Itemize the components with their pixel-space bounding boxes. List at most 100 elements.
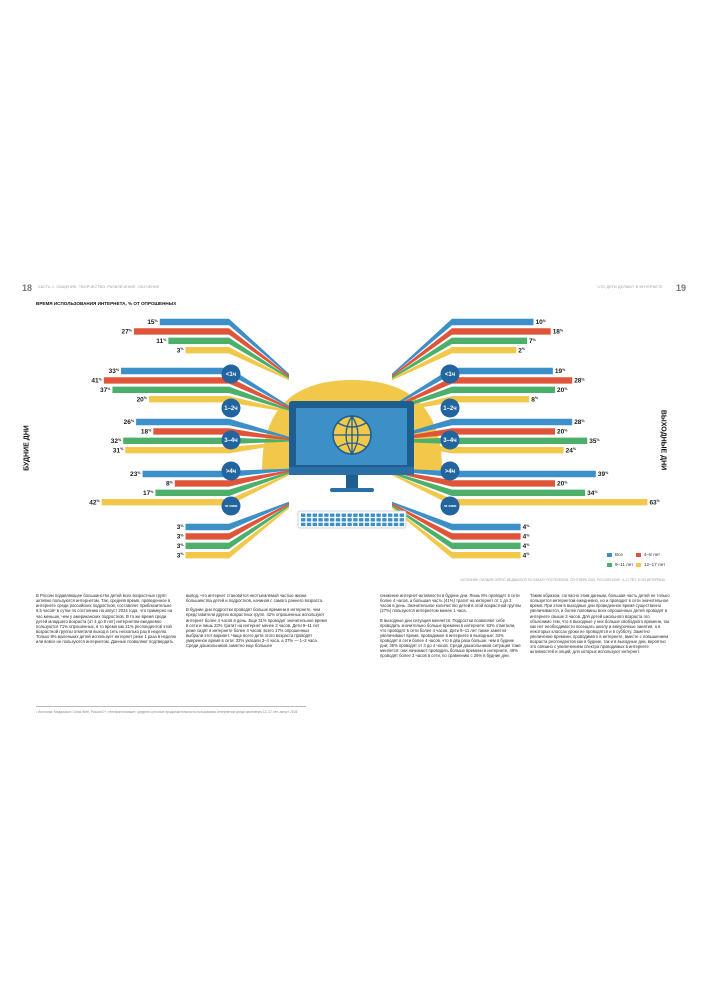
footnote: ¹ Источник: Медиаскоп: Cross Web, Россия… <box>36 706 306 714</box>
label-weekends-gt4-s1: 20% <box>557 480 568 487</box>
badge-label-right-h3_4: 3–4ч <box>443 438 457 444</box>
label-weekends-h3_4-s1: 20% <box>557 428 568 435</box>
keyboard-key <box>335 522 341 527</box>
label-weekends-unknown-s0: 4% <box>523 524 531 531</box>
label-weekends-unknown-s2: 4% <box>523 543 531 550</box>
badge-label-right-lt1: <1ч <box>445 372 456 378</box>
keyboard-key <box>330 522 335 527</box>
bar-weekends-h3_4-s1 <box>392 428 555 441</box>
keyboard-key <box>306 513 312 517</box>
bar-weekends-lt1-s1 <box>392 328 551 378</box>
keyboard-key <box>335 513 341 517</box>
keyboard-key <box>318 518 323 522</box>
label-weekends-gt4-s3: 63% <box>649 499 660 506</box>
paragraph: снижение интернет-активности в будние дн… <box>380 593 521 614</box>
badge-right-unknown <box>440 496 460 516</box>
left-page-number: 18 <box>22 283 33 293</box>
bar-weekdays-gt4-s0 <box>142 468 289 478</box>
label-weekends-gt4-s2: 34% <box>587 490 598 497</box>
keyboard-key <box>335 518 341 522</box>
badge-right-h1_2 <box>440 398 460 418</box>
label-weekdays-gt4-s3: 42% <box>89 499 100 506</box>
bar-weekdays-h1_2-s2 <box>112 386 289 411</box>
keyboard-key <box>341 513 346 517</box>
paragraph: Таким образом, согласно этим данным, бол… <box>530 593 670 655</box>
legend-swatch <box>636 562 641 567</box>
badge-left-h1_2 <box>221 398 241 418</box>
label-weekdays-h1_2-s1: 41% <box>91 377 102 384</box>
bar-weekends-h1_2-s1 <box>392 377 573 410</box>
keyboard-key <box>341 522 346 527</box>
keyboard-key <box>301 518 306 522</box>
label-weekends-h1_2-s3: 8% <box>531 396 539 403</box>
chart-source: ИСТОЧНИК: ОНЛАЙН-ОПРОС МЕДИАСКОП ПО ЗАКА… <box>460 578 666 582</box>
keyboard-key <box>399 522 404 527</box>
keyboard-key <box>376 518 381 522</box>
bar-weekdays-gt4-s3 <box>101 473 289 506</box>
bar-weekends-unknown-s3 <box>392 506 521 559</box>
badge-label-left-h1_2: 1–2ч <box>224 406 238 412</box>
label-weekends-lt1-s3: 2% <box>518 347 526 354</box>
keyboard-key <box>324 513 329 517</box>
keyboard-key <box>301 513 306 517</box>
bar-weekends-lt1-s2 <box>392 337 528 379</box>
keyboard-key <box>353 518 358 522</box>
keyboard-key <box>399 518 404 522</box>
badge-label-left-h3_4: 3–4ч <box>224 438 238 444</box>
badge-label-left-lt1: <1ч <box>226 372 237 378</box>
chart-bars <box>101 318 648 559</box>
keyboard-key <box>364 513 370 517</box>
keyboard-key <box>359 513 364 517</box>
label-weekdays-h3_4-s0: 26% <box>124 419 135 426</box>
keyboard-key <box>324 518 329 522</box>
bar-weekdays-lt1-s3 <box>185 347 289 381</box>
text-column-1: В России подавляющее большинство детей в… <box>36 593 177 648</box>
paragraph: В России подавляющее большинство детей в… <box>36 593 177 645</box>
label-weekdays-unknown-s1: 3% <box>177 533 185 540</box>
label-weekends-h3_4-s3: 24% <box>566 447 577 454</box>
badge-right-h3_4 <box>440 430 460 450</box>
right-page-number: 19 <box>676 283 687 293</box>
keyboard-key <box>341 518 346 522</box>
label-weekdays-lt1-s3: 3% <box>177 347 185 354</box>
keyboard-key <box>370 522 375 527</box>
keyboard-key <box>376 522 381 527</box>
label-weekdays-h1_2-s3: 20% <box>137 396 148 403</box>
keyboard-key <box>347 518 352 522</box>
label-weekends-h3_4-s0: 28% <box>574 419 585 426</box>
keyboard-key <box>318 513 323 517</box>
badge-left-lt1 <box>221 364 241 384</box>
bar-weekends-h1_2-s0 <box>392 367 553 408</box>
badge-label-left-gt4: >4ч <box>226 469 237 475</box>
label-weekdays-lt1-s2: 11% <box>156 338 167 345</box>
keyboard-key <box>382 518 387 522</box>
keyboard-key <box>388 522 393 527</box>
computer-monitor-icon <box>289 401 414 529</box>
label-weekdays-unknown-s3: 3% <box>177 552 185 559</box>
text-column-3: снижение интернет-активности в будние дн… <box>380 593 521 663</box>
label-weekends-lt1-s2: 7% <box>529 338 537 345</box>
paragraph: вывод, что интернет становится неотъемле… <box>186 593 324 604</box>
label-weekdays-gt4-s2: 17% <box>143 490 154 497</box>
bar-weekends-h3_4-s3 <box>392 441 564 454</box>
bar-weekdays-unknown-s2 <box>185 504 289 549</box>
keyboard-key <box>370 513 375 517</box>
keyboard-key <box>312 513 317 517</box>
bar-weekdays-h3_4-s3 <box>125 441 289 454</box>
bar-weekdays-h1_2-s0 <box>121 367 289 408</box>
keyboard-icon <box>297 510 407 529</box>
badge-label-right-h1_2: 1–2ч <box>443 406 457 412</box>
label-weekdays-h1_2-s0: 33% <box>109 368 120 375</box>
badge-right-gt4 <box>440 461 460 481</box>
keyboard-key <box>393 513 399 517</box>
bar-weekdays-h3_4-s0 <box>136 418 289 439</box>
globe-icon <box>332 415 372 455</box>
bar-weekdays-lt1-s0 <box>159 318 289 376</box>
legend-swatch <box>607 552 612 557</box>
keyboard-key <box>393 522 399 527</box>
bar-weekdays-unknown-s0 <box>185 501 289 531</box>
bar-weekdays-lt1-s1 <box>133 328 289 378</box>
keyboard-key <box>359 522 364 527</box>
